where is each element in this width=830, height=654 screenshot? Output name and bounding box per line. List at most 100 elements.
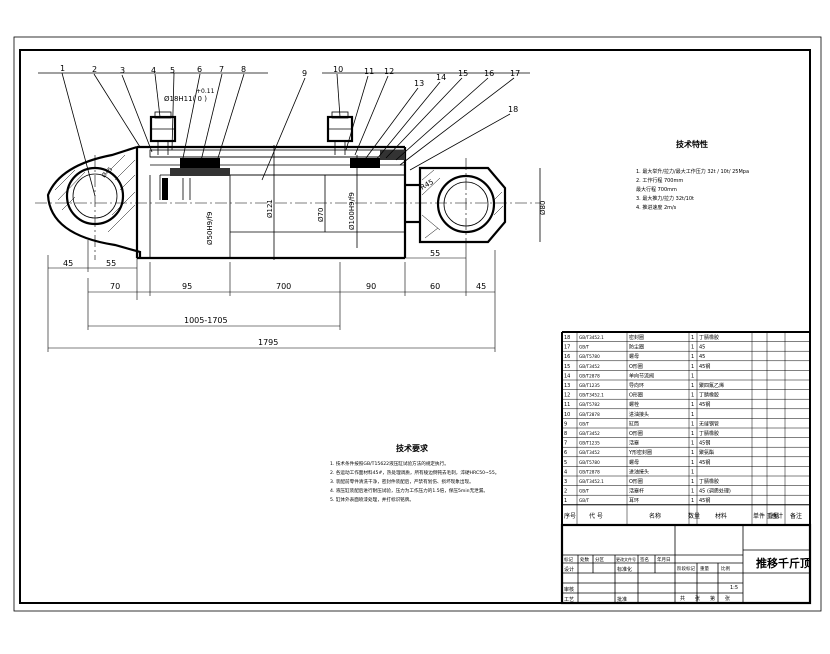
parts-header-cell: 数量 bbox=[688, 512, 700, 520]
fit-label-r45: R45 bbox=[419, 178, 435, 192]
tb-row-std: 标准化 bbox=[617, 566, 632, 573]
parts-row-qty: 1 bbox=[691, 393, 694, 399]
balloon-10: 10 bbox=[333, 65, 343, 74]
barrel-wall-hatch bbox=[149, 149, 406, 200]
parts-row-qty: 1 bbox=[691, 364, 694, 370]
rod-end-hatch bbox=[421, 169, 504, 239]
dim-55-right: 55 bbox=[430, 249, 440, 258]
tb-sheet-unit1: 张 bbox=[695, 595, 700, 602]
balloon-8: 8 bbox=[241, 65, 246, 74]
parts-row-material: 45钢 bbox=[699, 440, 710, 447]
tb-stage: 阶段标记 bbox=[677, 565, 695, 572]
tb-row-process: 工艺 bbox=[564, 597, 574, 603]
parts-row-number: 7 bbox=[564, 441, 567, 447]
parts-row-material: 丁腈橡胶 bbox=[699, 334, 719, 341]
parts-header-cell: 序号 bbox=[564, 512, 576, 520]
parts-row-code: GB/T3452 bbox=[579, 450, 600, 455]
parts-row-code: GB/T1235 bbox=[579, 441, 600, 446]
parts-header-cell: 名称 bbox=[649, 512, 661, 520]
dim-60: 60 bbox=[430, 282, 440, 291]
title-block: 推移千斤顶 标记 处数 分区 更改文件号 签名 年月日 设计 标准化 审核 工艺… bbox=[560, 523, 812, 605]
tech-param-line-2: 2. 工作行程 700mm bbox=[636, 177, 683, 184]
parts-row-material: 无缝钢管 bbox=[699, 420, 719, 427]
parts-row-code: GB/T3452 bbox=[579, 431, 600, 436]
tb-sheet-unit2: 张 bbox=[725, 595, 730, 602]
fit-label-70: Ø70 bbox=[317, 208, 325, 222]
parts-row-code: GB/T3452.1 bbox=[579, 479, 604, 484]
dim-45-left: 45 bbox=[63, 259, 73, 268]
parts-header-cell: 代 号 bbox=[589, 512, 603, 520]
balloon-9: 9 bbox=[302, 69, 307, 78]
parts-row-name: 缸筒 bbox=[629, 420, 639, 427]
parts-row-code: GB/T5780 bbox=[579, 460, 600, 465]
tb-label-change: 更改文件号 bbox=[616, 556, 636, 562]
tb-label-zone: 分区 bbox=[595, 556, 604, 563]
parts-row-code: GB/T3452.1 bbox=[579, 335, 604, 340]
parts-row-number: 16 bbox=[564, 354, 570, 360]
balloon-2: 2 bbox=[92, 65, 97, 74]
parts-row-qty: 1 bbox=[691, 412, 694, 418]
parts-row-code: GB/T2878 bbox=[579, 373, 600, 378]
tech-req-title: 技术要求 bbox=[396, 443, 429, 453]
parts-row-number: 3 bbox=[564, 479, 567, 485]
tb-label-sign: 签名 bbox=[640, 556, 649, 563]
fit-label-80: Ø80 bbox=[539, 201, 547, 215]
parts-row-code: GB/T bbox=[579, 345, 590, 350]
balloon-3: 3 bbox=[120, 66, 125, 75]
tech-req-line-3: 3. 装配前零件清洗干净，密封件装配后，严禁有划伤、损坏现象出现。 bbox=[330, 478, 474, 485]
parts-row-code: GB/T2878 bbox=[579, 469, 600, 474]
tech-params-block: 技术特性 1. 最大举升/拉力/最大工作压力 32t / 10t/ 25Mpa … bbox=[636, 139, 749, 211]
parts-row-number: 5 bbox=[564, 460, 567, 466]
parts-row-qty: 1 bbox=[691, 421, 694, 427]
parts-row-name: 密封圈 bbox=[629, 334, 644, 341]
parts-row-qty: 1 bbox=[691, 345, 694, 351]
drawing-name: 推移千斤顶 bbox=[756, 556, 811, 570]
parts-row-material: 丁腈橡胶 bbox=[699, 392, 719, 399]
parts-row-qty: 1 bbox=[691, 489, 694, 495]
fit-label-121: Ø121 bbox=[266, 199, 274, 218]
parts-row-number: 1 bbox=[564, 498, 567, 504]
tech-req-line-4: 4. 液压缸装配后进行耐压试验，压力为工作压力的1.5倍，保压5min无泄漏。 bbox=[330, 487, 488, 494]
balloon-13: 13 bbox=[414, 79, 424, 88]
tb-weight: 重量 bbox=[700, 565, 709, 572]
parts-row-name: 导向环 bbox=[629, 382, 644, 389]
parts-row-qty: 1 bbox=[691, 373, 694, 379]
tech-req-line-1: 1. 技术条件按照GB/T15622液压缸试验方法的规定执行。 bbox=[330, 460, 449, 467]
parts-row-qty: 1 bbox=[691, 441, 694, 447]
clevis-hatch bbox=[54, 154, 136, 233]
parts-row-number: 14 bbox=[564, 373, 570, 379]
parts-row-code: GB/T3452 bbox=[579, 364, 600, 369]
parts-row-number: 11 bbox=[564, 402, 570, 408]
parts-row-name: 螺母 bbox=[629, 353, 639, 360]
tech-param-line-3: 最大行程 700mm bbox=[636, 186, 677, 193]
tb-label-mark: 标记 bbox=[564, 556, 573, 563]
parts-row-number: 13 bbox=[564, 383, 570, 389]
parts-row-material: 45钢 bbox=[699, 459, 710, 466]
fit-label-50: Ø50H9/f9 bbox=[206, 212, 214, 245]
tb-sheet-no: 第 bbox=[710, 595, 715, 602]
balloon-7: 7 bbox=[219, 65, 224, 74]
outer-frame bbox=[13, 36, 822, 612]
parts-header-cell: 总计 bbox=[771, 512, 783, 520]
tb-label-count: 处数 bbox=[580, 556, 589, 563]
parts-row-name: 螺母 bbox=[629, 459, 639, 466]
parts-row-qty: 1 bbox=[691, 431, 694, 437]
oil-port-right bbox=[326, 111, 354, 155]
parts-row-number: 6 bbox=[564, 450, 567, 456]
parts-row-material: 45钢 bbox=[699, 401, 710, 408]
tech-param-line-5: 4. 推进速度 2m/s bbox=[636, 204, 677, 211]
parts-row-material: 45钢 bbox=[699, 363, 710, 370]
dim-700: 700 bbox=[276, 282, 291, 291]
parts-row-code: GB/T3452.1 bbox=[579, 393, 604, 398]
parts-row-number: 15 bbox=[564, 364, 570, 370]
balloon-12: 12 bbox=[384, 67, 394, 76]
parts-row-name: 活塞 bbox=[629, 440, 639, 447]
balloon-1: 1 bbox=[60, 64, 65, 73]
parts-row-name: 耳环 bbox=[629, 498, 639, 504]
parts-row-code: GB/T bbox=[579, 421, 590, 426]
parts-row-name: Y形密封圈 bbox=[628, 449, 652, 456]
dim-overall: 1795 bbox=[258, 338, 278, 347]
tb-label-date: 年月日 bbox=[657, 556, 671, 563]
